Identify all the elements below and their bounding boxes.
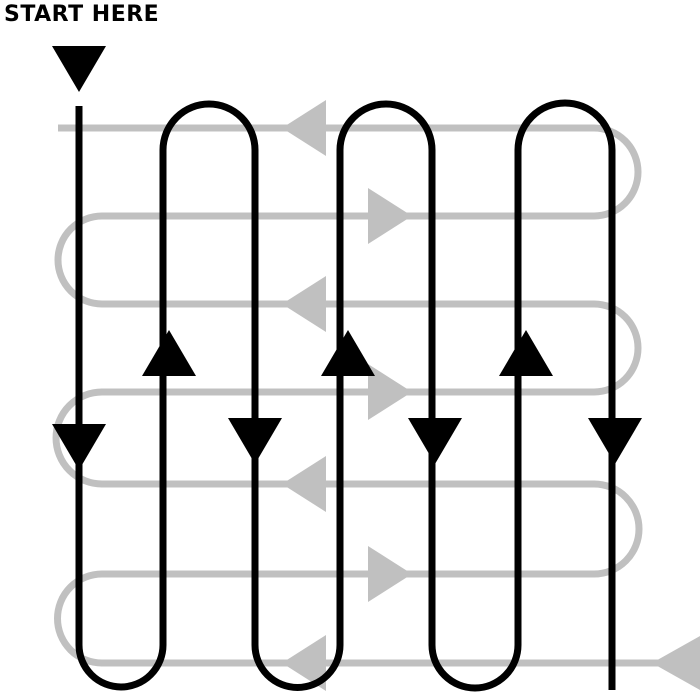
arrow-up-icon (142, 330, 196, 376)
arrow-down-icon (228, 418, 282, 464)
arrow-left-icon (282, 276, 326, 332)
arrow-left-icon (282, 635, 326, 691)
arrow-right-icon (368, 364, 412, 420)
secondary-path (52, 124, 700, 667)
arrow-up-icon (321, 330, 375, 376)
arrow-right-icon (368, 188, 412, 244)
primary-path (75, 99, 616, 692)
secondary-arrows (282, 100, 700, 691)
triangle-down-icon (52, 46, 106, 92)
arrow-down-icon (408, 418, 462, 464)
arrow-left-icon (282, 100, 326, 156)
arrow-down-icon (52, 424, 106, 470)
arrow-left-icon (282, 456, 326, 512)
secondary-path-line (52, 124, 700, 667)
arrow-right-icon (368, 546, 412, 602)
primary-path-line (75, 99, 616, 692)
arrow-down-icon (588, 418, 642, 464)
arrow-up-icon (499, 330, 553, 376)
primary-arrows (52, 46, 642, 470)
start-label: START HERE (4, 2, 160, 27)
arrow-left-icon (652, 636, 700, 690)
